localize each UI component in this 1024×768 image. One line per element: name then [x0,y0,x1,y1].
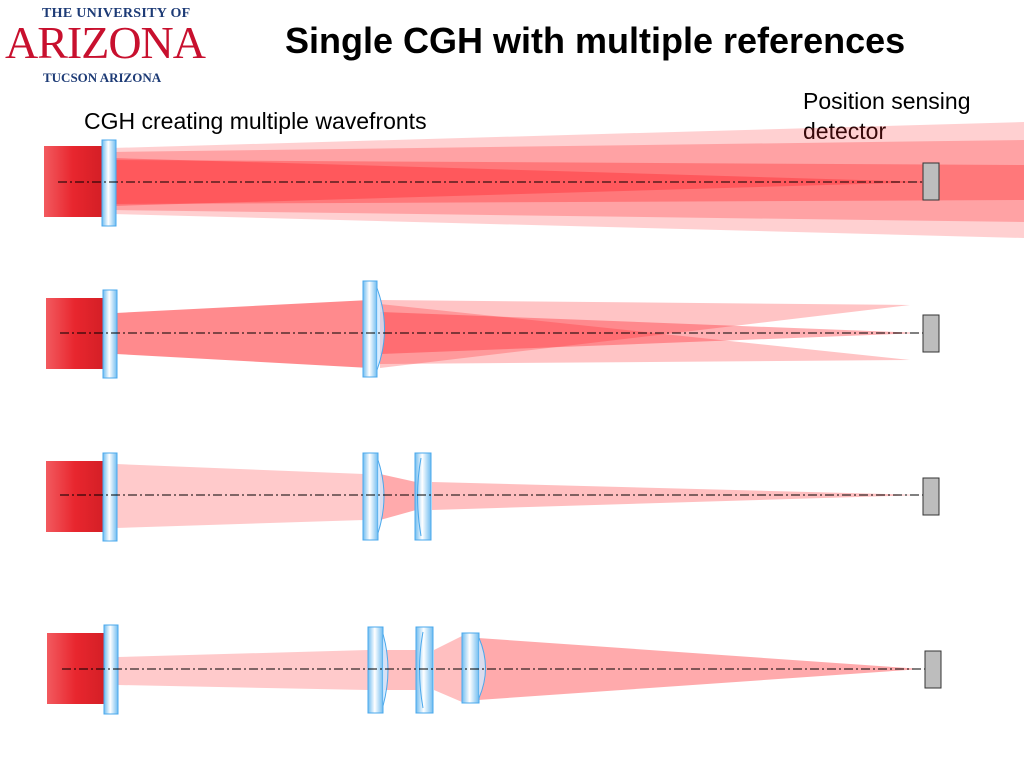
row-three-lenses [47,624,942,715]
convex-lens-2 [461,632,486,704]
position-sensing-detector [922,477,940,516]
beam-mid [112,140,1024,222]
logo-line-2: ARIZONA [5,17,206,68]
logo-line-3: TUCSON ARIZONA [43,70,162,85]
detector-label-line-2: detector [803,118,887,144]
beam-out-b [380,304,910,364]
beam-between [380,474,416,520]
beam-wide [112,122,1024,238]
university-logo: THE UNIVERSITY OF ARIZONA TUCSON ARIZONA [5,4,206,90]
concave-lens [414,452,432,541]
cgh-plate [101,139,117,227]
row-cgh-only [44,122,1024,238]
convex-lens [362,280,385,378]
concave-lens [415,626,434,714]
detector-label: Position sensing detector [803,86,971,146]
laser-source [46,461,104,532]
detector-label-line-1: Position sensing [803,88,971,114]
cgh-plate [102,289,118,379]
convex-lens [362,452,385,541]
beam-in [116,464,364,528]
beam-in [116,300,370,368]
beam-mid-1 [384,650,416,690]
row-one-lens [46,280,940,379]
beam-out [432,482,922,510]
beam-out-a [380,300,910,368]
position-sensing-detector [922,314,940,353]
beam-in [118,650,368,690]
slide-title: Single CGH with multiple references [285,20,906,61]
cgh-label: CGH creating multiple wavefronts [84,108,427,134]
logo-line-1: THE UNIVERSITY OF [42,6,191,21]
position-sensing-detector [922,162,940,201]
cgh-plate [102,452,118,542]
row-two-lenses [46,452,940,542]
position-sensing-detector [924,650,942,689]
convex-lens [367,626,389,714]
